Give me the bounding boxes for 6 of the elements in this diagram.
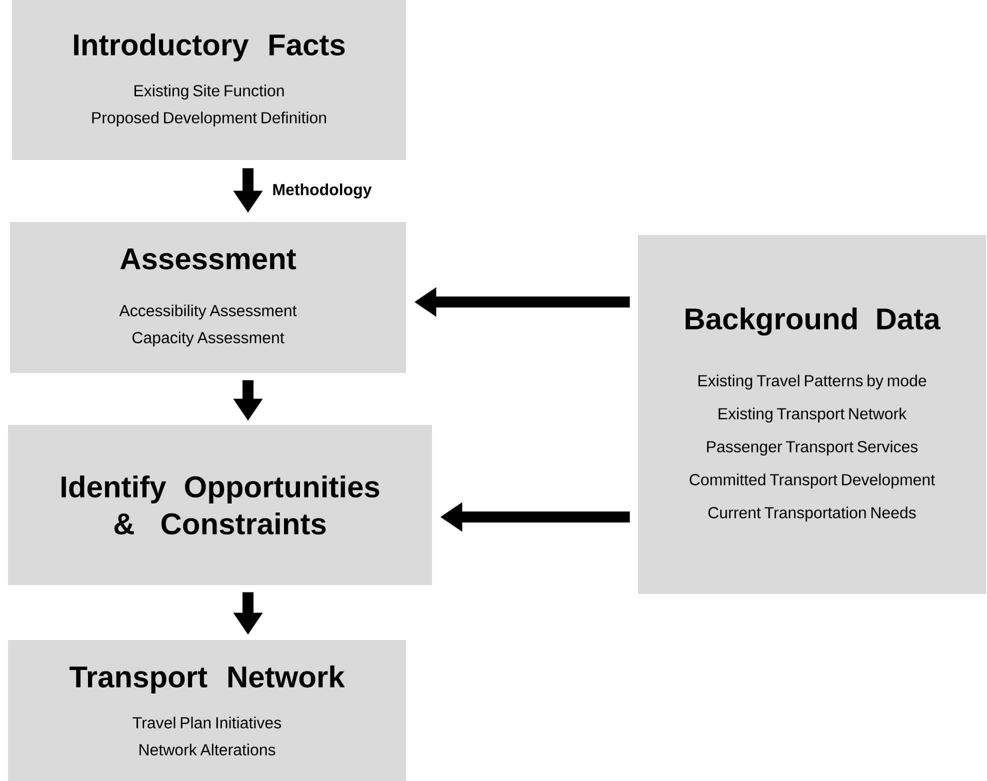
edge-label: Methodology xyxy=(273,184,372,198)
process-box: Identify Opportunities & Constraints xyxy=(8,425,432,585)
process-box: Introductory Facts Existing Site Function Proposed Development Definition xyxy=(12,0,406,160)
process-box: Assessment Accessibility Assessment Capacity Assessment xyxy=(10,222,406,373)
process-box: Background Data Existing Travel Patterns by mode Existing Transport Network Passenger Transport Services Committed Transport Development Current Transportation Needs xyxy=(638,235,986,594)
process-box: Transport Network Travel Plan Initiatives Network Alterations xyxy=(8,640,406,781)
